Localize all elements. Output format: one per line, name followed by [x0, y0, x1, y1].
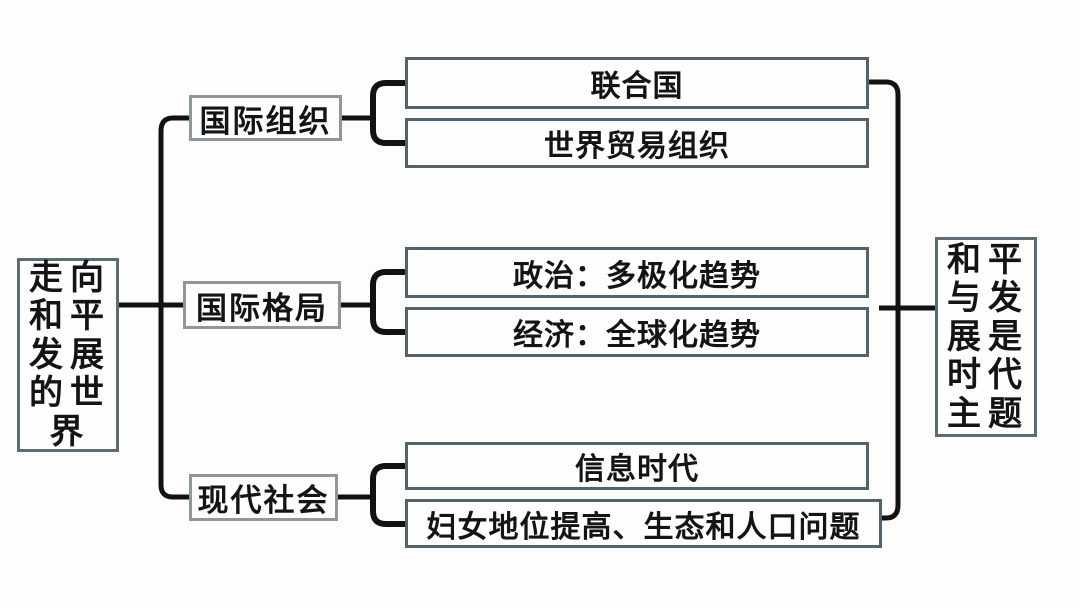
- child-box-information-age: 信息时代: [405, 442, 869, 490]
- branch2-children-bracket: [370, 269, 405, 335]
- root-text-line: 和平: [29, 297, 111, 336]
- right-spine-bracket: [869, 79, 901, 521]
- child-label: 联合国: [590, 70, 684, 103]
- conclusion-text-line: 时代: [947, 356, 1029, 395]
- conclusion-text-line: 和平: [947, 240, 1029, 279]
- branch-box-modern-society: 现代社会: [189, 474, 338, 521]
- conclusion-box-peace-and-development-theme: 和平 与发 展是 时代 主题: [935, 237, 1037, 437]
- child-box-world-trade-organization: 世界贸易组织: [405, 118, 869, 168]
- branch3-children-bracket: [370, 463, 405, 527]
- child-label: 妇女地位提高、生态和人口问题: [426, 510, 861, 544]
- root-text-line: 界: [49, 412, 91, 451]
- child-label: 信息时代: [575, 453, 699, 486]
- branch-box-international-organizations: 国际组织: [189, 95, 342, 141]
- root-text-line: 的世: [29, 374, 111, 413]
- conclusion-text-line: 展是: [947, 317, 1029, 356]
- child-box-united-nations: 联合国: [405, 57, 869, 109]
- child-box-economy-globalization-trend: 经济：全球化趋势: [405, 307, 869, 357]
- child-box-women-ecology-population-issues: 妇女地位提高、生态和人口问题: [405, 499, 882, 548]
- conclusion-text-line: 主题: [947, 394, 1029, 433]
- conclusion-text-line: 与发: [947, 279, 1029, 318]
- root-box-toward-peaceful-world: 走向 和平 发展 的世 界: [17, 258, 119, 452]
- branch-box-international-pattern: 国际格局: [183, 281, 341, 329]
- branch1-children-bracket: [370, 80, 405, 146]
- child-box-politics-multipolar-trend: 政治：多极化趋势: [405, 247, 869, 298]
- left-spine-bracket: [158, 115, 189, 500]
- child-label: 世界贸易组织: [544, 130, 730, 163]
- child-label: 政治：多极化趋势: [513, 259, 761, 293]
- branch-label: 国际组织: [199, 103, 332, 139]
- branch-label: 现代社会: [197, 483, 330, 518]
- branch-label: 国际格局: [196, 290, 328, 326]
- root-text-line: 走向: [29, 258, 111, 297]
- child-label: 经济：全球化趋势: [513, 319, 761, 352]
- root-text-line: 发展: [29, 335, 111, 374]
